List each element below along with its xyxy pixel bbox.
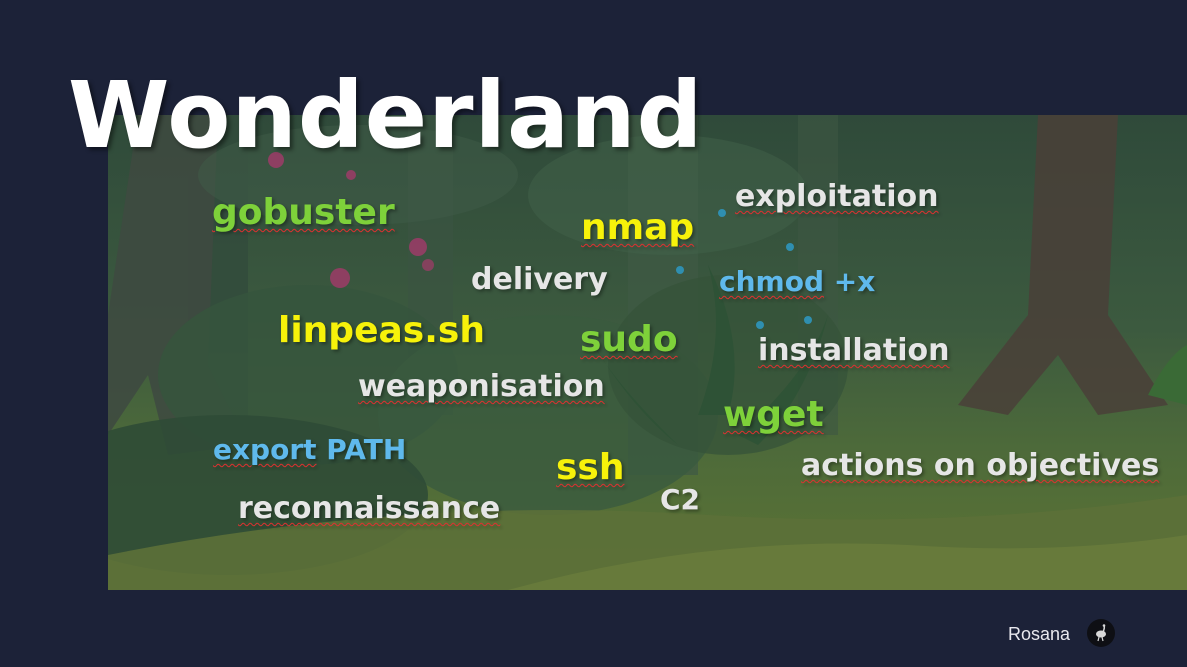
word-actions-on-objectives: actions on objectives <box>801 448 1160 483</box>
author-name: Rosana <box>1008 624 1071 644</box>
ostrich-avatar-icon <box>1087 619 1115 647</box>
slide-title: Wonderland <box>68 62 704 169</box>
forest-background-image <box>108 115 1187 590</box>
word-exploitation: exploitation <box>735 179 939 214</box>
word-c2: C2 <box>660 483 701 516</box>
word-installation: installation <box>758 333 950 368</box>
word-export-path: export PATH <box>213 436 406 464</box>
word-linpeas: linpeas.sh <box>278 310 485 351</box>
ostrich-icon <box>1096 624 1106 642</box>
word-plus-x: +x <box>824 265 876 298</box>
word-gobuster: gobuster <box>212 192 395 233</box>
word-nmap: nmap <box>581 207 695 248</box>
forest-illustration <box>108 115 1187 590</box>
word-chmod-x: chmod +x <box>719 268 875 296</box>
word-export: export <box>213 433 317 466</box>
word-delivery: delivery <box>471 262 608 297</box>
word-wget: wget <box>723 394 824 435</box>
word-weaponisation: weaponisation <box>358 369 605 404</box>
word-path: PATH <box>316 433 407 466</box>
word-reconnaissance: reconnaissance <box>238 491 501 526</box>
word-sudo: sudo <box>580 319 678 360</box>
word-ssh: ssh <box>556 447 625 488</box>
word-chmod: chmod <box>719 265 824 298</box>
